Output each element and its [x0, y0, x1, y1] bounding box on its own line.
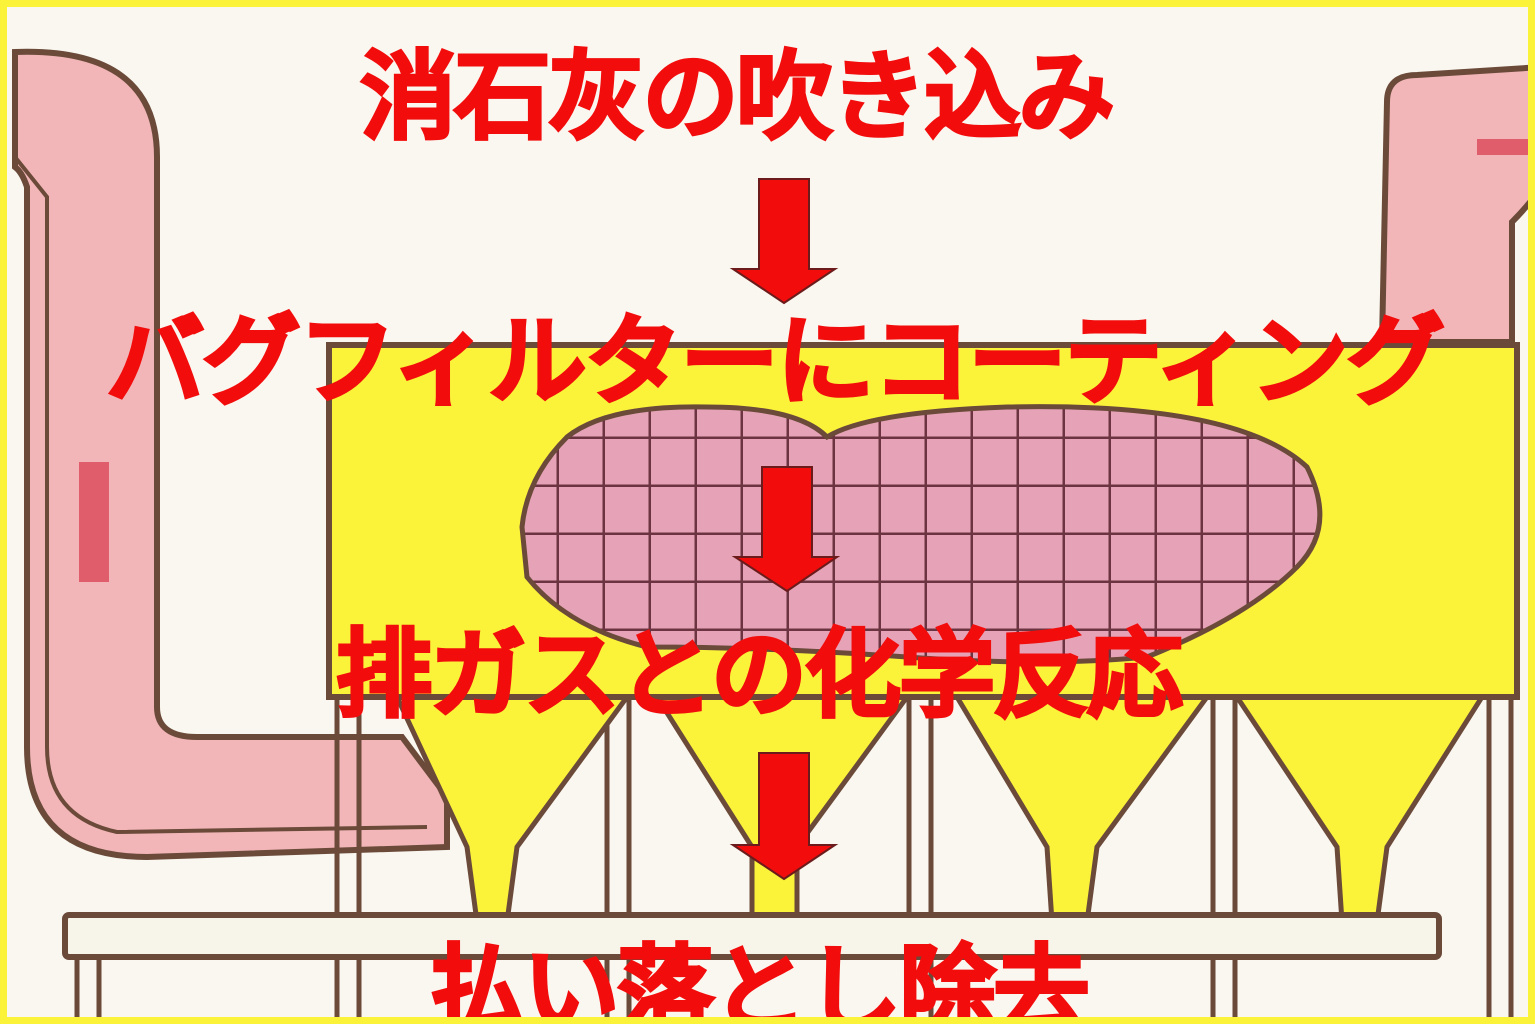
outlet-duct	[1378, 64, 1528, 345]
inlet-duct-inner	[13, 155, 428, 835]
step-lime-injection: 消石灰の吹き込み	[359, 41, 1116, 153]
collector-rail	[62, 912, 1442, 960]
bag-filter-illustration	[12, 48, 1528, 1017]
step-chemical-reaction: 排ガスとの化学反応	[334, 619, 1184, 731]
step-shake-off-removal: 払い落とし除去	[428, 935, 1091, 1024]
arrow-down-icon	[729, 752, 839, 881]
arrow-down-icon	[729, 178, 839, 305]
outlet-flow-mark	[1477, 139, 1528, 155]
support-frame	[74, 697, 1514, 1017]
process-arrows	[729, 178, 841, 881]
arrow-down-icon	[731, 466, 841, 593]
step-bag-filter-coating: バグフィルターにコーティング	[105, 305, 1446, 419]
filter-bags	[519, 404, 1323, 665]
inlet-flow-mark	[79, 462, 109, 582]
